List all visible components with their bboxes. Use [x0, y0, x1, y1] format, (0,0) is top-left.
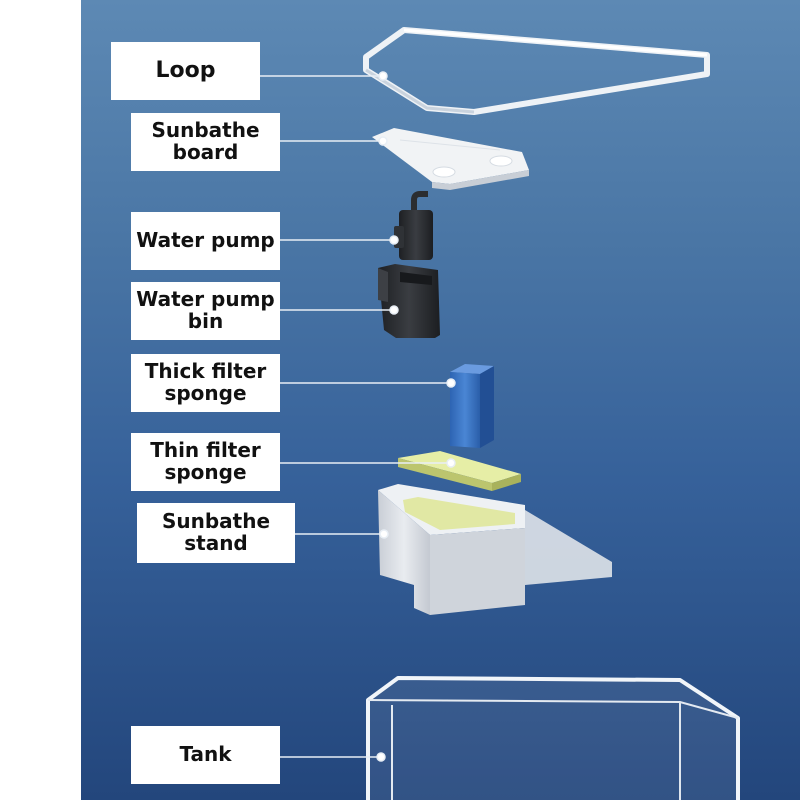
- loop-part: [363, 27, 710, 115]
- label-tank: Tank: [131, 726, 280, 784]
- label-sunbathe-stand-text: Sunbathe stand: [161, 509, 271, 555]
- label-sunbathe-stand: Sunbathe stand: [137, 503, 295, 563]
- water-pump-bin-part: [378, 264, 440, 338]
- label-thin-filter-sponge: Thin filter sponge: [131, 433, 280, 491]
- label-sunbathe-board: Sunbathe board: [131, 113, 280, 171]
- tank-part: [366, 676, 740, 800]
- label-tank-text: Tank: [179, 742, 232, 767]
- label-sunbathe-board-text: Sunbathe board: [151, 118, 260, 164]
- label-water-pump-bin-text: Water pump bin: [136, 287, 275, 333]
- sunbathe-board-part: [372, 128, 529, 190]
- label-water-pump-bin: Water pump bin: [131, 282, 280, 340]
- label-thick-filter-sponge: Thick filter sponge: [131, 354, 280, 412]
- leader-lines: [260, 71, 456, 762]
- label-loop: Loop: [111, 42, 260, 100]
- sunbathe-stand-part: [378, 484, 612, 615]
- label-water-pump-text: Water pump: [136, 228, 275, 253]
- label-thick-filter-sponge-text: Thick filter sponge: [144, 359, 267, 405]
- thin-filter-sponge-part: [398, 451, 521, 491]
- label-thin-filter-sponge-text: Thin filter sponge: [150, 438, 261, 484]
- water-pump-part: [394, 191, 433, 260]
- label-water-pump: Water pump: [131, 212, 280, 270]
- label-loop-text: Loop: [155, 58, 216, 84]
- thick-filter-sponge-part: [450, 364, 494, 448]
